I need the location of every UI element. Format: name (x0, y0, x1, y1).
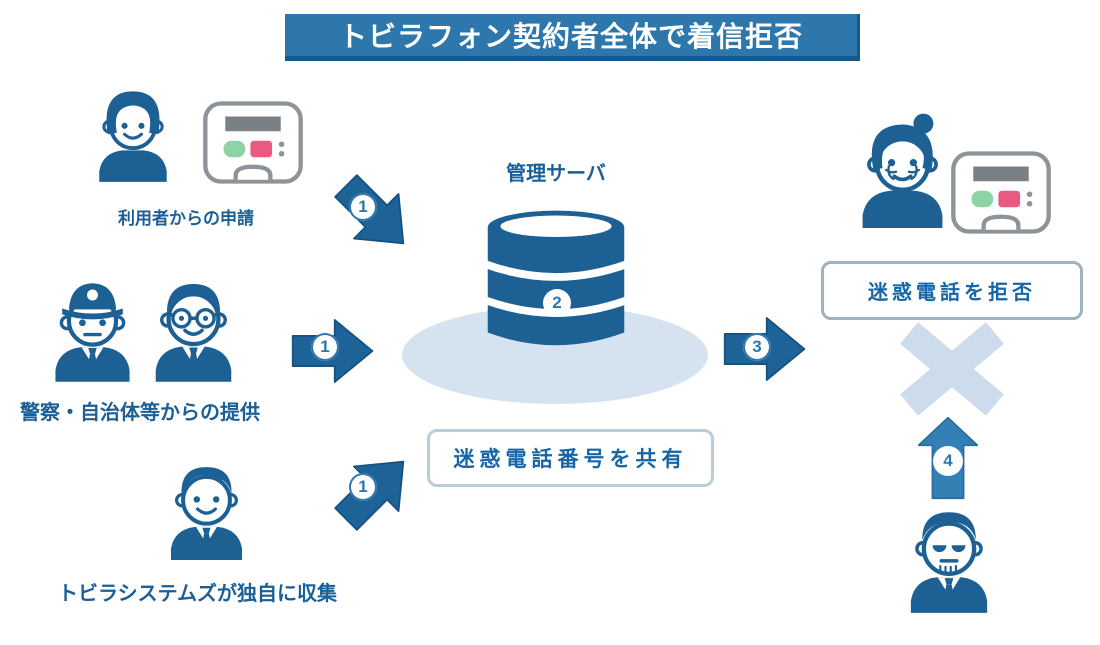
woman-icon (99, 91, 167, 182)
spam-caller-icon (910, 512, 988, 613)
step-badge-1-tobira: 1 (349, 473, 377, 501)
man-icon (170, 467, 243, 560)
step-badge-3-deliver: 3 (743, 333, 771, 361)
arrow-step1-user-icon (320, 160, 430, 270)
label-tobira-source: トビラシステムズが独自に収集 (58, 583, 337, 605)
step-badge-1-user: 1 (349, 193, 377, 221)
database-icon (484, 210, 628, 346)
share-box-label: 迷惑電話番号を共有 (453, 448, 688, 471)
phone-device-icon (203, 101, 303, 184)
share-box: 迷惑電話番号を共有 (427, 429, 714, 487)
label-police-source: 警察・自治体等からの提供 (20, 402, 260, 424)
label-user-source: 利用者からの申請 (118, 209, 254, 228)
phone-device-icon (951, 151, 1051, 234)
step-badge-1-police: 1 (311, 333, 339, 361)
page-title: トビラフォン契約者全体で着信拒否 (338, 21, 803, 52)
reject-box-label: 迷惑電話を拒否 (868, 282, 1036, 304)
label-server: 管理サーバ (506, 163, 606, 185)
step-badge-2-store: 2 (543, 289, 571, 317)
title-banner: トビラフォン契約者全体で着信拒否 (285, 14, 860, 61)
glasses-man-icon (155, 283, 232, 382)
elderly-woman-icon (862, 113, 943, 228)
reject-box: 迷惑電話を拒否 (821, 261, 1083, 320)
step-badge-4-incoming: 4 (933, 446, 963, 476)
blocked-cross-icon (900, 322, 1004, 416)
police-officer-icon (55, 283, 130, 382)
